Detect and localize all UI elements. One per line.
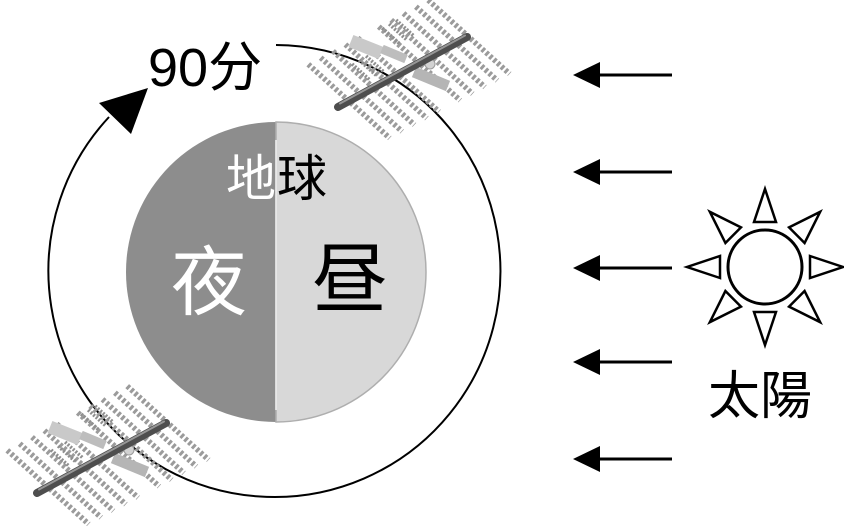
earth-day-half (275, 121, 427, 423)
iss-icon (308, 0, 509, 138)
orbit-direction-arrowhead-icon (99, 88, 148, 134)
sunlight-arrow-icon (573, 159, 672, 185)
orbit-path (47, 44, 502, 498)
sunlight-arrow-icon (573, 62, 672, 88)
sunlight-arrow-icon (573, 446, 672, 472)
earth-night-half (126, 122, 276, 422)
earth-label-night-part: 地 (226, 151, 276, 207)
sunlight-arrow-icon (573, 255, 672, 281)
sun-icon (683, 185, 844, 349)
day-label: 昼 (312, 238, 388, 323)
earth-label-day-part: 球 (277, 151, 327, 207)
sun-label: 太陽 (708, 368, 812, 426)
earth (126, 121, 427, 423)
sunlight-arrows (573, 62, 672, 472)
iss-icon (7, 386, 208, 524)
orbit-period-label: 90分 (148, 38, 262, 98)
night-label: 夜 (171, 241, 247, 326)
sunlight-arrow-icon (573, 349, 672, 375)
